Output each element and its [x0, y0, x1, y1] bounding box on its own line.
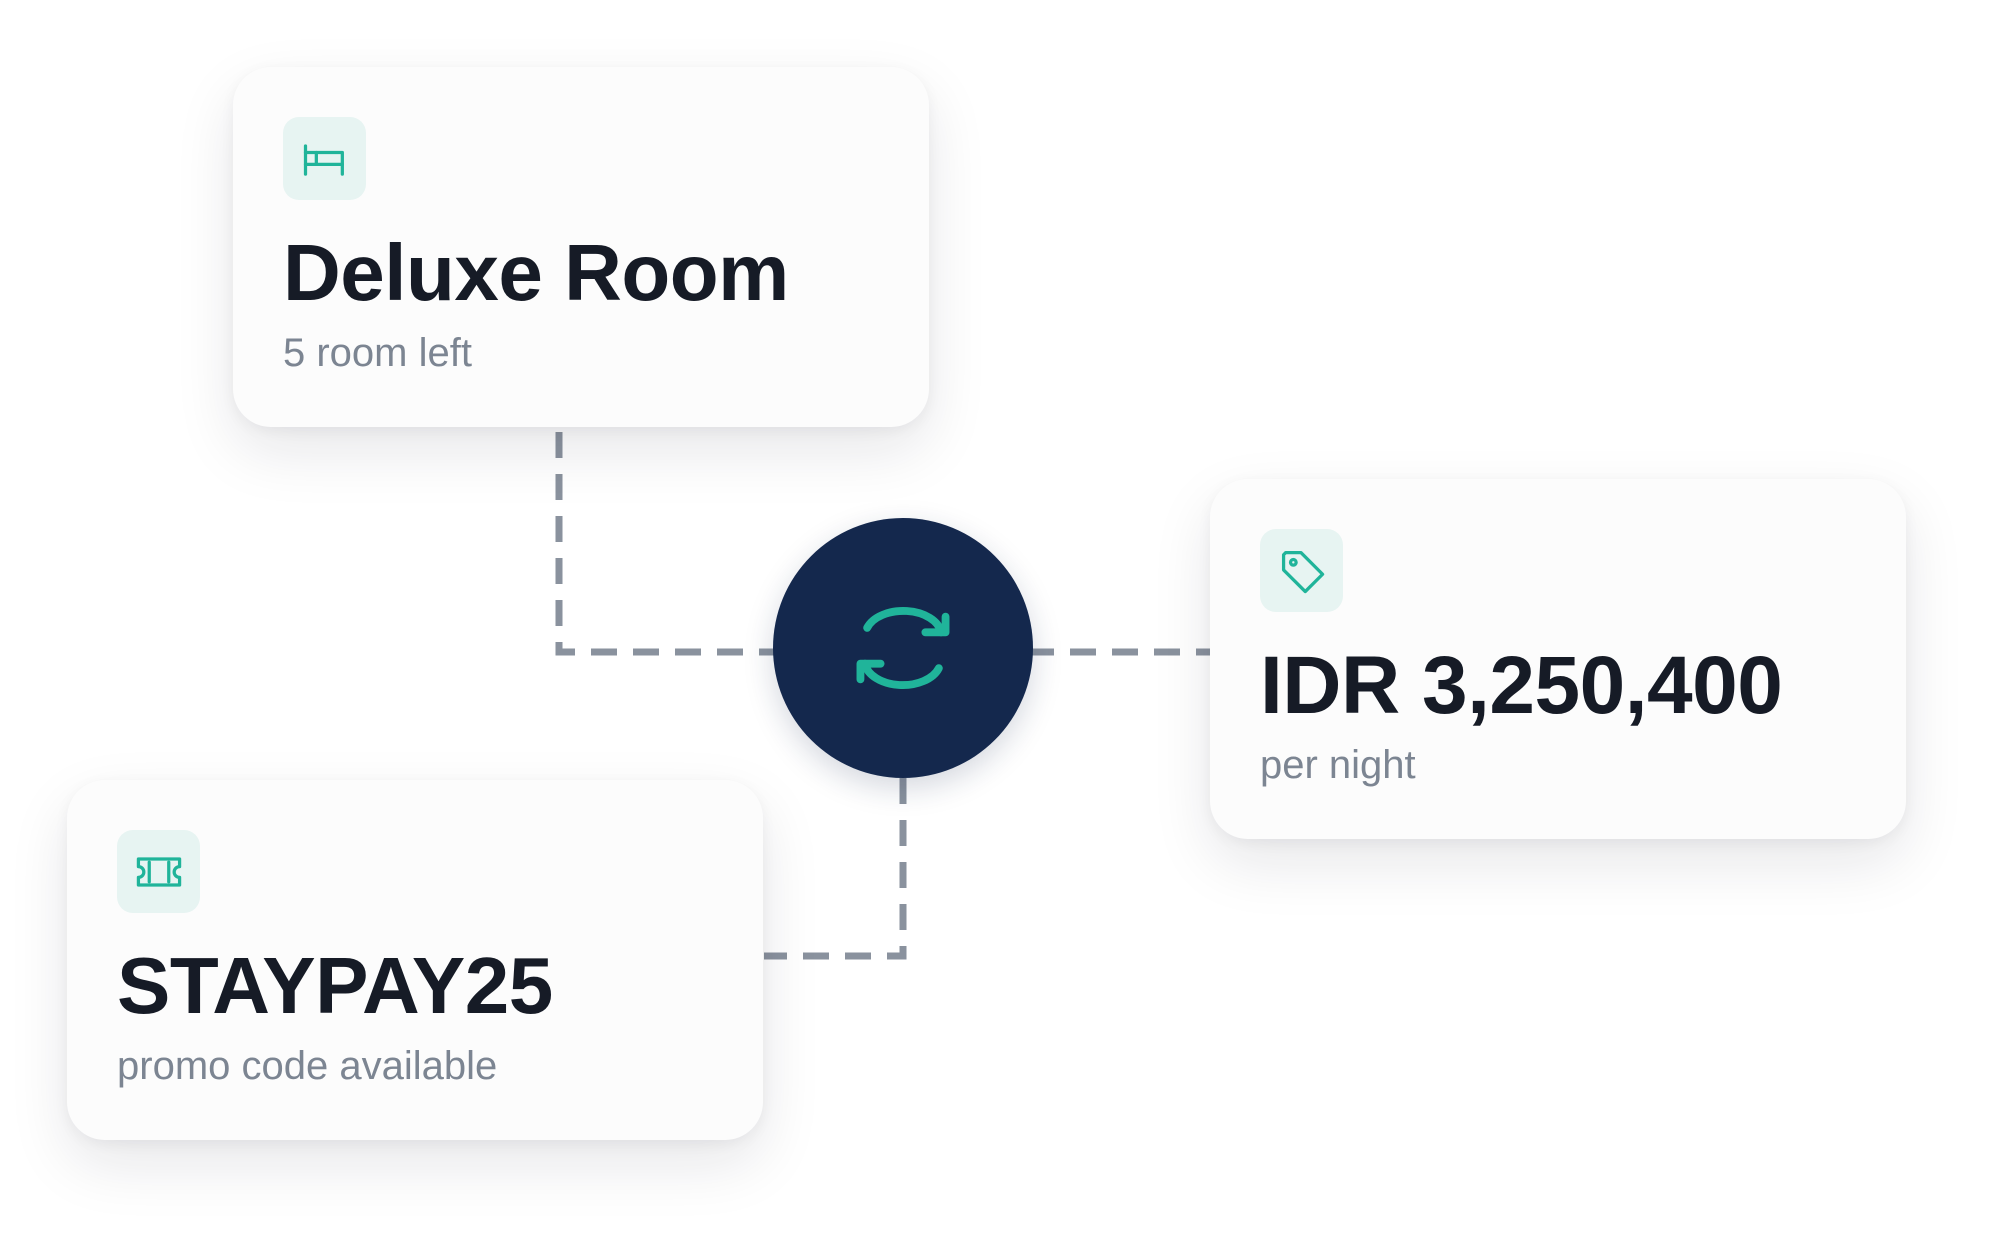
- ticket-icon: [117, 830, 200, 913]
- connector-hub-to-promo: [764, 778, 907, 960]
- room-availability: 5 room left: [283, 331, 472, 375]
- room-title: Deluxe Room: [283, 228, 789, 317]
- room-card[interactable]: Deluxe Room 5 room left: [233, 67, 929, 427]
- price-amount: IDR 3,250,400: [1260, 640, 1783, 731]
- promo-description: promo code available: [117, 1044, 498, 1088]
- connector-room-to-hub: [555, 432, 778, 656]
- sync-arrows-icon: [856, 607, 950, 689]
- bed-icon: [283, 117, 366, 200]
- price-tag-icon: [1260, 529, 1343, 612]
- promo-card[interactable]: STAYPAY25 promo code available: [67, 780, 763, 1140]
- price-unit: per night: [1260, 743, 1416, 787]
- promo-code: STAYPAY25: [117, 941, 553, 1030]
- sync-hub[interactable]: [773, 518, 1033, 778]
- price-card[interactable]: IDR 3,250,400 per night: [1210, 479, 1906, 839]
